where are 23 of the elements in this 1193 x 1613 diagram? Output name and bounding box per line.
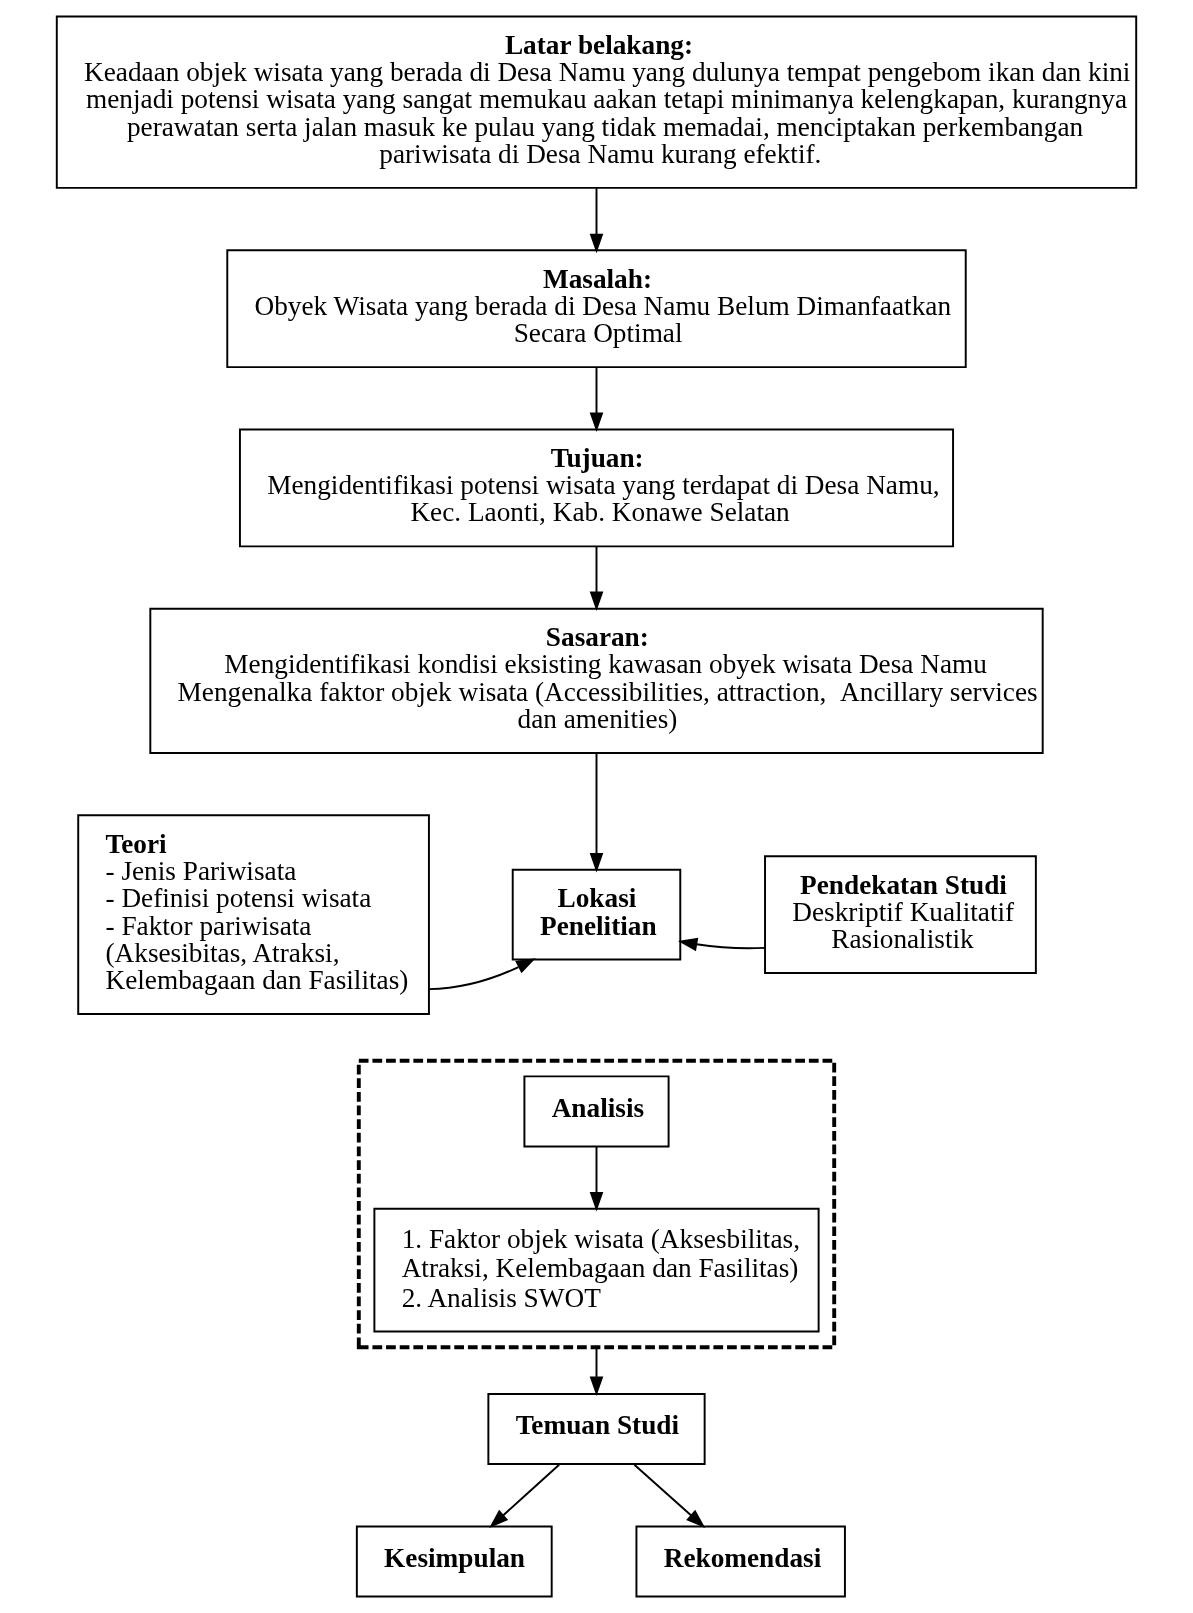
node-box: Kesimpulan — [355, 1525, 553, 1598]
arrow — [489, 1463, 561, 1528]
node-box: 1. Faktor objek wisata (Aksesbilitas, Atraksi, Kelembagaan dan Fasilitas) 2. Analisis SWOT — [373, 1207, 820, 1333]
arrow — [589, 545, 604, 612]
node-box: Sasaran: Mengidentifikasi kondisi eksisting kawasan obyek wisata Desa Namu Mengenalka faktor objek wisata (Accessibilities, attraction, Ancillary services dan amenities) — [149, 607, 1044, 754]
arrow — [589, 1146, 604, 1212]
node-box: Pendekatan Studi Deskriptif Kualitatif Rasionalistik — [764, 855, 1037, 975]
arrow — [589, 1346, 604, 1397]
node-box: Teori - Jenis Pariwisata - Definisi potensi wisata - Faktor pariwisata (Aksesibitas, Atraksi, Kelembagaan dan Fasilitas) — [77, 814, 430, 1015]
arrow — [589, 367, 604, 432]
arrow — [677, 937, 766, 952]
node-box: Lokasi Penelitian — [511, 868, 682, 961]
arrow — [633, 1463, 706, 1528]
node-box: Rekomendasi — [635, 1525, 846, 1598]
node-box: Latar belakang: Keadaan objek wisata yang berada di Desa Namu yang dulunya tempat pengebom ikan dan kini menjadi potensi wisata yang sangat memukau aakan tetapi minimanya kelengkapan, kurangnya perawatan serta jalan masuk ke pulau yang tidak memadai, menciptakan perkembangan pariwisata di Desa Namu kurang efektif. — [55, 15, 1138, 189]
arrow — [428, 958, 536, 991]
arrow — [589, 752, 604, 873]
node-box: Analisis — [523, 1075, 670, 1148]
arrow — [589, 187, 604, 254]
cluster — [356, 1058, 837, 1350]
node-box: Masalah: Obyek Wisata yang berada di Desa Namu Belum Dimanfaatkan Secara Optimal — [226, 249, 967, 369]
node-box: Temuan Studi — [487, 1392, 706, 1466]
node-box: Tujuan: Mengidentifikasi potensi wisata yang terdapat di Desa Namu, Kec. Laonti, Kab. Konawe Selatan — [238, 428, 955, 548]
